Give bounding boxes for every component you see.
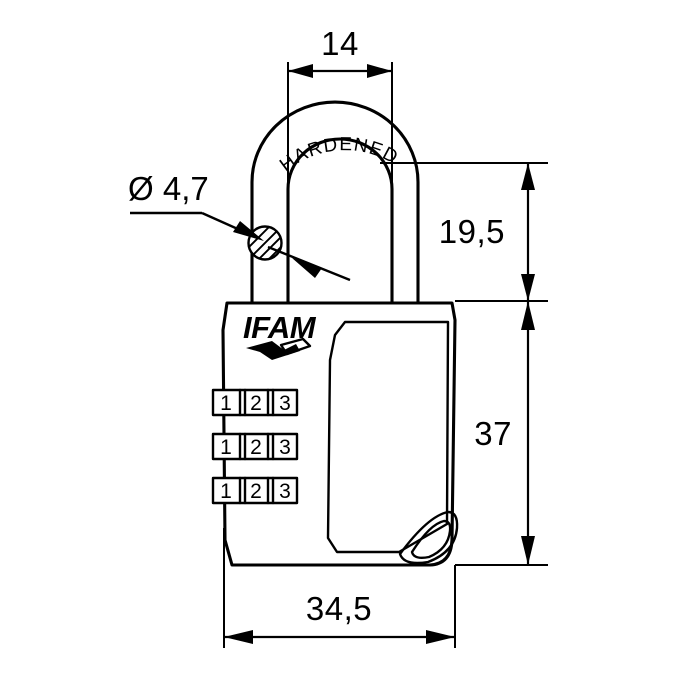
arrowhead-19-5-top <box>521 163 535 190</box>
dial-1-digit-3: 3 <box>279 392 291 415</box>
arrowhead-14-right <box>367 64 392 78</box>
dimension-shackle-inner-width: 14 <box>288 25 392 78</box>
dial-row-1[interactable]: 1 2 3 <box>211 388 299 417</box>
dial-3-housing <box>211 476 299 505</box>
dim-label-34-5: 34,5 <box>306 590 372 627</box>
dial-1-digit-1: 1 <box>220 392 232 415</box>
combination-dials-group: 1 2 3 1 2 3 1 <box>211 388 299 505</box>
dial-2-digit-1: 1 <box>220 436 232 459</box>
arrowhead-14-left <box>288 64 313 78</box>
dim-label-14: 14 <box>321 25 359 62</box>
dim-label-diameter: Ø 4,7 <box>128 170 209 207</box>
arrowhead-34-5-left <box>224 630 253 644</box>
arrowhead-37-top <box>521 301 535 330</box>
dial-row-2[interactable]: 1 2 3 <box>211 432 299 461</box>
arrowhead-37-bottom <box>521 536 535 565</box>
arrowhead-19-5-bottom <box>521 274 535 301</box>
shackle-outer-outline <box>250 100 420 304</box>
dimension-body-width: 34,5 <box>224 590 455 644</box>
dial-1-digit-2: 2 <box>250 392 262 415</box>
leader-angle-diameter-2 <box>267 245 351 282</box>
dial-row-3[interactable]: 1 2 3 <box>211 476 299 505</box>
dimension-shackle-diameter: Ø 4,7 <box>128 170 351 282</box>
dial-3-digit-3: 3 <box>279 480 291 503</box>
arrowhead-diameter-in <box>233 221 264 241</box>
arrowhead-diameter-out <box>292 258 322 278</box>
body-teardrop-outer <box>398 510 459 565</box>
body-front-panel <box>326 320 450 554</box>
dial-2-housing <box>211 432 299 461</box>
dial-2-digit-2: 2 <box>250 436 262 459</box>
dial-3-digit-2: 2 <box>250 480 262 503</box>
dim-label-19-5: 19,5 <box>439 213 505 250</box>
shackle-section-circle-group <box>247 225 283 261</box>
shackle-inner-outline <box>286 137 394 304</box>
dimension-shackle-clearance: 19,5 <box>439 163 535 301</box>
brand-wordmark: IFAM <box>243 310 317 345</box>
dim-label-37: 37 <box>474 415 512 452</box>
dimension-body-height: 37 <box>474 301 535 565</box>
dial-1-housing <box>211 388 299 417</box>
body-teardrop-inner <box>410 519 452 560</box>
ifam-logo-group: IFAM <box>243 310 317 360</box>
padlock-body-group <box>221 301 459 567</box>
dial-3-digit-1: 1 <box>220 480 232 503</box>
shackle-group <box>250 100 420 304</box>
brand-logo-mark <box>246 337 312 360</box>
body-outline <box>221 301 457 567</box>
dial-2-digit-3: 3 <box>279 436 291 459</box>
arrowhead-34-5-right <box>426 630 455 644</box>
